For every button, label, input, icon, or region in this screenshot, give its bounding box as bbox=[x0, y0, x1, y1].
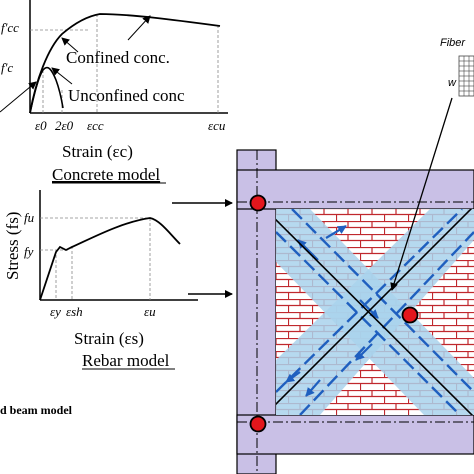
diagonal-2 bbox=[276, 209, 473, 406]
rebar-x-tick-epssh: εsh bbox=[66, 304, 83, 319]
concrete-caption: Concrete model bbox=[52, 165, 160, 184]
strut-line-2 bbox=[291, 209, 474, 393]
rebar-x-axis-label: Strain (εs) bbox=[74, 329, 144, 348]
concrete-x-tick-epscc: εcc bbox=[87, 118, 104, 133]
fiber-label: Fiber bbox=[440, 37, 466, 49]
fiber-pointer-arrow bbox=[390, 97, 453, 291]
node-bottom-left bbox=[249, 415, 267, 433]
infilled-frame bbox=[236, 149, 474, 474]
strut-arrow-3 bbox=[285, 371, 301, 383]
strut-arrow-4 bbox=[305, 379, 321, 397]
fiber-section: Fiber w bbox=[440, 37, 474, 97]
strut-arrow-5 bbox=[359, 299, 379, 319]
strut-arrow-6 bbox=[355, 343, 373, 361]
concrete-x-tick-2eps0: 2ε0 bbox=[55, 118, 74, 133]
confined-label: Confined conc. bbox=[66, 48, 170, 67]
unconfined-curve bbox=[29, 66, 64, 114]
rebar-caption: Rebar model bbox=[82, 351, 170, 370]
concrete-x-axis-label: Strain (εc) bbox=[62, 142, 133, 161]
concrete-x-tick-epscu: εcu bbox=[208, 118, 226, 133]
strut-arrow-1 bbox=[297, 239, 319, 261]
node-top-left bbox=[249, 194, 267, 212]
confined-curve bbox=[29, 13, 221, 114]
diagonal-1 bbox=[276, 218, 474, 415]
strut-line-4 bbox=[299, 231, 474, 415]
strut-line-3 bbox=[276, 209, 463, 393]
rebar-x-tick-epsu: εu bbox=[144, 304, 156, 319]
unconfined-pointer-arrow-2 bbox=[0, 81, 37, 113]
concrete-y-tick-fcc: f'cc bbox=[1, 20, 19, 35]
confined-pointer-arrow bbox=[61, 37, 79, 53]
w-label: w bbox=[448, 77, 457, 89]
rebar-curve bbox=[39, 217, 181, 301]
rebar-y-axis-label: Stress (fs) bbox=[3, 212, 22, 280]
unconfined-pointer-arrow bbox=[51, 67, 73, 85]
strut-line-1 bbox=[276, 231, 461, 415]
confined-pointer-arrow-2 bbox=[127, 15, 151, 41]
concrete-model-chart: f'cc f'c Confined conc. Unconfined conc … bbox=[0, 0, 228, 184]
strut-arrow-2 bbox=[325, 225, 347, 239]
bottom-caption-fragment: d beam model bbox=[0, 403, 73, 417]
concrete-x-tick-eps0: ε0 bbox=[35, 118, 47, 133]
rebar-y-tick-fu: fu bbox=[24, 210, 35, 225]
concrete-y-tick-fc: f'c bbox=[1, 60, 13, 75]
rebar-x-tick-epsy: εy bbox=[50, 304, 61, 319]
rebar-model-chart: Stress (fs) fu fy εy εsh εu Strain (εs) … bbox=[3, 190, 198, 370]
node-center bbox=[401, 306, 419, 324]
infill-panel bbox=[276, 209, 474, 415]
rebar-y-tick-fy: fy bbox=[24, 244, 34, 259]
unconfined-label: Unconfined conc bbox=[68, 86, 185, 105]
fiber-grid bbox=[458, 55, 474, 97]
